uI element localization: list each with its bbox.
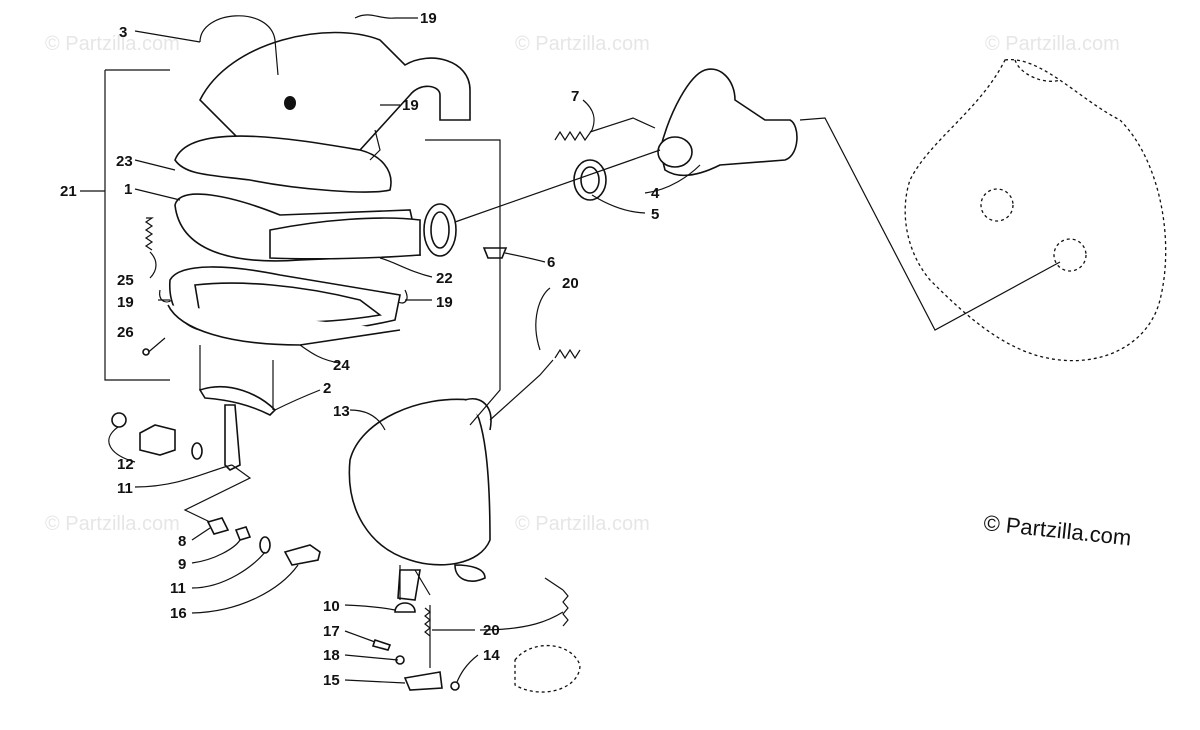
watermark: © Partzilla.com <box>45 513 180 535</box>
spring-19-lower-left <box>159 289 173 303</box>
muffler-13 <box>348 398 492 601</box>
callout-5: 5 <box>651 206 659 223</box>
callout-26: 26 <box>117 324 134 341</box>
callout-24: 24 <box>333 357 350 374</box>
bracket-2 <box>198 386 277 416</box>
callout-19: 19 <box>402 97 419 114</box>
cap-10 <box>394 602 416 613</box>
bracket-arm <box>224 404 241 471</box>
spring-19-mid <box>369 129 381 161</box>
callout-25: 25 <box>117 272 134 289</box>
callout-8: 8 <box>178 533 186 550</box>
callout-20: 20 <box>483 622 500 639</box>
exhaust-manifold-4 <box>657 68 798 177</box>
callout-15: 15 <box>323 672 340 689</box>
connection-lines <box>183 117 1061 668</box>
watermark: © Partzilla.com <box>515 513 650 535</box>
callout-16: 16 <box>170 605 187 622</box>
watermark-layer: © Partzilla.com © Partzilla.com © Partzi… <box>45 33 1120 535</box>
callout-19: 19 <box>436 294 453 311</box>
callout-6: 6 <box>547 254 555 271</box>
callout-13: 13 <box>333 403 350 420</box>
screw-14 <box>450 681 460 691</box>
callout-7: 7 <box>571 88 579 105</box>
spring-3 <box>199 15 279 76</box>
callout-11: 11 <box>170 580 186 597</box>
bushing-8 <box>206 517 230 535</box>
washer-11b <box>259 536 271 554</box>
callout-1: 1 <box>124 181 132 198</box>
bolt-16 <box>283 544 321 566</box>
callout-23: 23 <box>116 153 133 170</box>
callout-18: 18 <box>323 647 340 664</box>
screw-17 <box>371 638 392 651</box>
spring-25 <box>144 217 154 251</box>
leader-lines <box>80 17 701 684</box>
watermark: © Partzilla.com <box>45 33 180 55</box>
callout-3: 3 <box>119 24 127 41</box>
callout-21: 21 <box>60 183 77 200</box>
washer-11 <box>191 442 203 460</box>
callout-2: 2 <box>323 380 331 397</box>
copyright-text: © Partzilla.com <box>982 510 1132 550</box>
spring-20-upper <box>554 348 581 360</box>
callout-9: 9 <box>178 556 186 573</box>
watermark: © Partzilla.com <box>515 33 650 55</box>
callout-19: 19 <box>117 294 134 311</box>
callout-17: 17 <box>323 623 340 640</box>
callout-14: 14 <box>483 647 500 664</box>
callout-11: 11 <box>117 480 133 497</box>
mount-outline <box>514 644 581 693</box>
callout-10: 10 <box>323 598 340 615</box>
exhaust-pipe-assembly <box>167 31 471 346</box>
spacer-9 <box>234 526 252 541</box>
nut-12 <box>111 412 127 428</box>
callout-22: 22 <box>436 270 453 287</box>
grommet-6 <box>482 247 508 259</box>
callout-20: 20 <box>562 275 579 292</box>
watermark: © Partzilla.com <box>985 33 1120 55</box>
spring-19-top <box>354 14 396 19</box>
bracket-block <box>139 424 176 456</box>
spring-20-right <box>562 589 569 627</box>
spring-19-lower-right <box>397 289 408 304</box>
spring-7 <box>554 129 593 142</box>
bracket-15 <box>403 671 443 691</box>
callout-labels: 3 19 19 7 23 1 21 4 5 25 22 6 20 19 19 2… <box>60 10 660 689</box>
callout-19: 19 <box>420 10 437 27</box>
spring-20-lower <box>424 607 431 637</box>
callout-4: 4 <box>651 185 660 202</box>
callout-12: 12 <box>117 456 134 473</box>
engine-outline <box>904 59 1167 362</box>
